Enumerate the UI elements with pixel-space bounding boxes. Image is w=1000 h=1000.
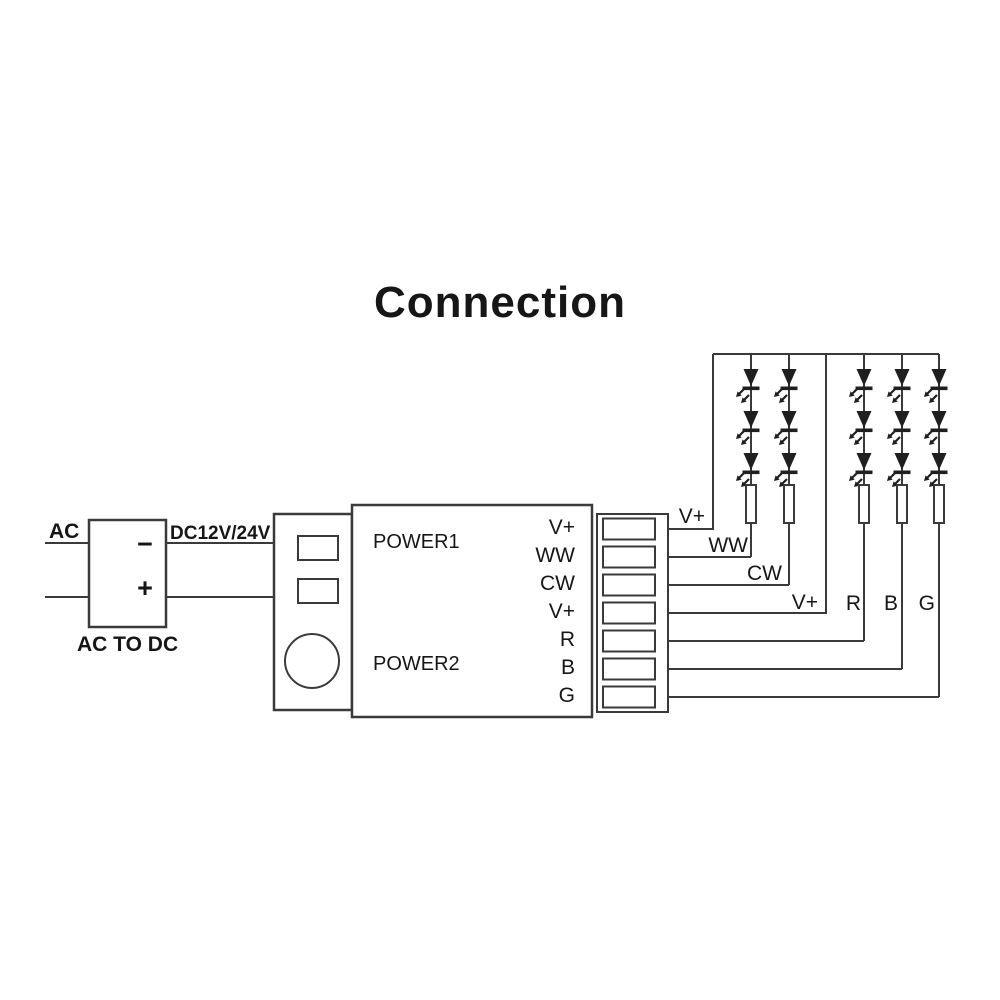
terminal-slot-2 bbox=[602, 545, 656, 569]
terminal-slot-6 bbox=[602, 657, 656, 681]
led-strips bbox=[736, 369, 948, 523]
power1-terminal-minus bbox=[297, 535, 339, 561]
output-terminal-block bbox=[596, 513, 669, 713]
wire-label-ww: WW bbox=[708, 534, 748, 557]
terminal-label-r: R bbox=[560, 628, 575, 651]
terminal-slot-4 bbox=[602, 601, 656, 625]
terminal-label-vplus-2: V+ bbox=[549, 600, 575, 623]
minus-terminal-symbol: − bbox=[137, 529, 153, 559]
terminal-slot-3 bbox=[602, 573, 656, 597]
output-wire-vplus-2 bbox=[668, 354, 827, 614]
wire-label-vplus-2: V+ bbox=[792, 591, 818, 614]
terminal-slot-1 bbox=[602, 517, 656, 541]
dc-voltage-label: DC12V/24V bbox=[170, 523, 271, 544]
power1-terminal-plus bbox=[297, 578, 339, 604]
plus-terminal-symbol: + bbox=[137, 573, 153, 603]
power2-label: POWER2 bbox=[373, 653, 460, 675]
led-controller: POWER1 POWER2 V+ WW CW V+ R B G bbox=[272, 503, 594, 719]
terminal-label-vplus-1: V+ bbox=[549, 516, 575, 539]
output-wire-vplus-1 bbox=[668, 354, 714, 530]
terminal-label-b: B bbox=[561, 656, 575, 679]
ac-input-label: AC bbox=[49, 520, 79, 543]
wire-labels: V+ WW CW V+ R B G bbox=[679, 505, 935, 615]
led-column-ww bbox=[736, 369, 760, 523]
wire-label-vplus-1: V+ bbox=[679, 505, 705, 528]
wire-label-g: G bbox=[919, 592, 935, 615]
wire-label-cw: CW bbox=[747, 562, 782, 585]
terminal-slot-7 bbox=[602, 685, 656, 709]
led-column-g bbox=[924, 369, 948, 523]
wire-label-b: B bbox=[884, 592, 898, 615]
terminal-label-cw: CW bbox=[540, 572, 575, 595]
terminal-label-ww: WW bbox=[535, 544, 575, 567]
led-column-r bbox=[849, 369, 873, 523]
wire-label-r: R bbox=[846, 592, 861, 615]
controller-box bbox=[350, 503, 594, 719]
power-supply: AC − + DC12V/24V AC TO DC bbox=[49, 518, 271, 656]
ac-dc-converter-box bbox=[87, 518, 168, 629]
ac-to-dc-caption: AC TO DC bbox=[77, 633, 178, 656]
power1-label: POWER1 bbox=[373, 531, 460, 553]
led-column-cw bbox=[774, 369, 798, 523]
power2-dc-jack bbox=[284, 633, 340, 689]
led-column-b bbox=[887, 369, 911, 523]
terminal-label-g: G bbox=[559, 684, 575, 707]
terminal-slot-5 bbox=[602, 629, 656, 653]
page-title: Connection bbox=[374, 278, 626, 327]
